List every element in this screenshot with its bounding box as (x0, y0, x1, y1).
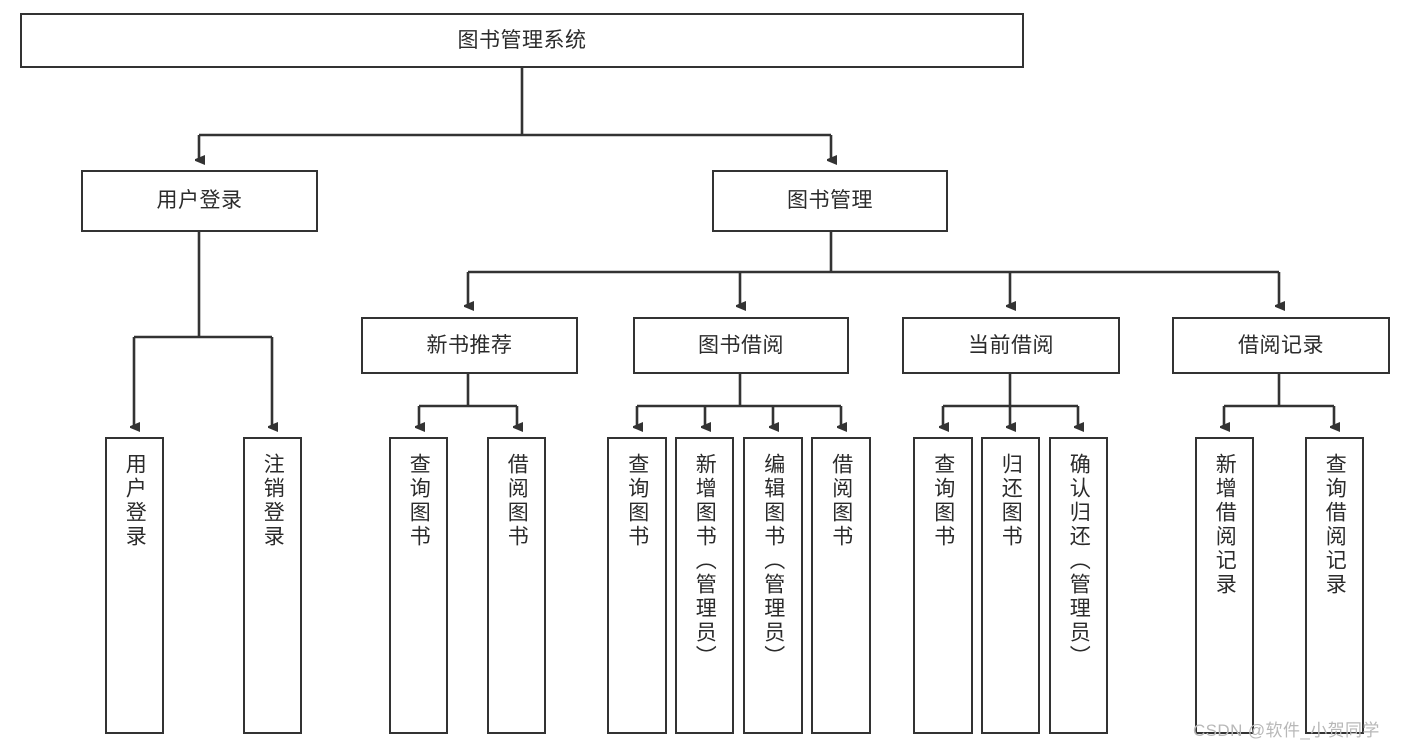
node-leaf-user-login[interactable]: 用户登录 (105, 437, 164, 734)
node-label: 新增借阅记录 (1213, 453, 1237, 597)
node-label: 借阅记录 (1238, 333, 1324, 357)
node-label: 新增图书（管理员） (693, 453, 717, 669)
node-new-book-recommend[interactable]: 新书推荐 (361, 317, 578, 374)
node-book-borrow[interactable]: 图书借阅 (633, 317, 849, 374)
node-label: 当前借阅 (968, 333, 1054, 357)
node-label: 借阅图书 (505, 453, 529, 549)
node-borrow-record[interactable]: 借阅记录 (1172, 317, 1390, 374)
node-leaf-add-book-admin[interactable]: 新增图书（管理员） (675, 437, 734, 734)
node-label: 图书管理 (787, 189, 873, 213)
node-leaf-query-book-current[interactable]: 查询图书 (913, 437, 973, 734)
connector-newbook-to-leaves (419, 374, 517, 427)
node-leaf-query-book[interactable]: 查询图书 (607, 437, 667, 734)
node-label: 借阅图书 (829, 453, 853, 549)
node-label: 查询图书 (407, 453, 431, 549)
node-label: 新书推荐 (426, 333, 513, 357)
node-user-login[interactable]: 用户登录 (81, 170, 318, 232)
node-label: 用户登录 (156, 189, 243, 213)
connector-borrow-to-leaves (637, 374, 841, 427)
node-label: 归还图书 (999, 453, 1023, 549)
node-leaf-borrow-book-recommend[interactable]: 借阅图书 (487, 437, 546, 734)
node-label: 查询借阅记录 (1323, 453, 1347, 597)
node-label: 注销登录 (261, 453, 285, 549)
connector-record-to-leaves (1224, 374, 1334, 427)
node-leaf-return-book[interactable]: 归还图书 (981, 437, 1040, 734)
node-label: 图书借阅 (698, 333, 784, 357)
node-leaf-borrow-book[interactable]: 借阅图书 (811, 437, 871, 734)
node-leaf-edit-book-admin[interactable]: 编辑图书（管理员） (743, 437, 803, 734)
node-book-management[interactable]: 图书管理 (712, 170, 948, 232)
node-current-borrow[interactable]: 当前借阅 (902, 317, 1120, 374)
node-leaf-query-book-recommend[interactable]: 查询图书 (389, 437, 448, 734)
node-leaf-confirm-return-admin[interactable]: 确认归还（管理员） (1049, 437, 1108, 734)
node-root-system[interactable]: 图书管理系统 (20, 13, 1024, 68)
node-leaf-logout[interactable]: 注销登录 (243, 437, 302, 734)
connector-bookmgmt-to-level3 (468, 232, 1279, 306)
connector-root-to-level2 (199, 68, 831, 160)
node-label: 图书管理系统 (457, 28, 587, 52)
node-leaf-add-borrow-record[interactable]: 新增借阅记录 (1195, 437, 1254, 734)
node-label: 确认归还（管理员） (1067, 453, 1091, 669)
node-label: 编辑图书（管理员） (761, 453, 785, 669)
node-label: 查询图书 (625, 453, 649, 549)
connector-userlogin-to-leaves (134, 232, 272, 427)
node-leaf-query-borrow-record[interactable]: 查询借阅记录 (1305, 437, 1364, 734)
node-label: 用户登录 (123, 453, 147, 549)
connector-current-to-leaves (943, 374, 1078, 427)
csdn-watermark: CSDN @软件_小贺同学 (1193, 721, 1380, 740)
node-label: 查询图书 (931, 453, 955, 549)
